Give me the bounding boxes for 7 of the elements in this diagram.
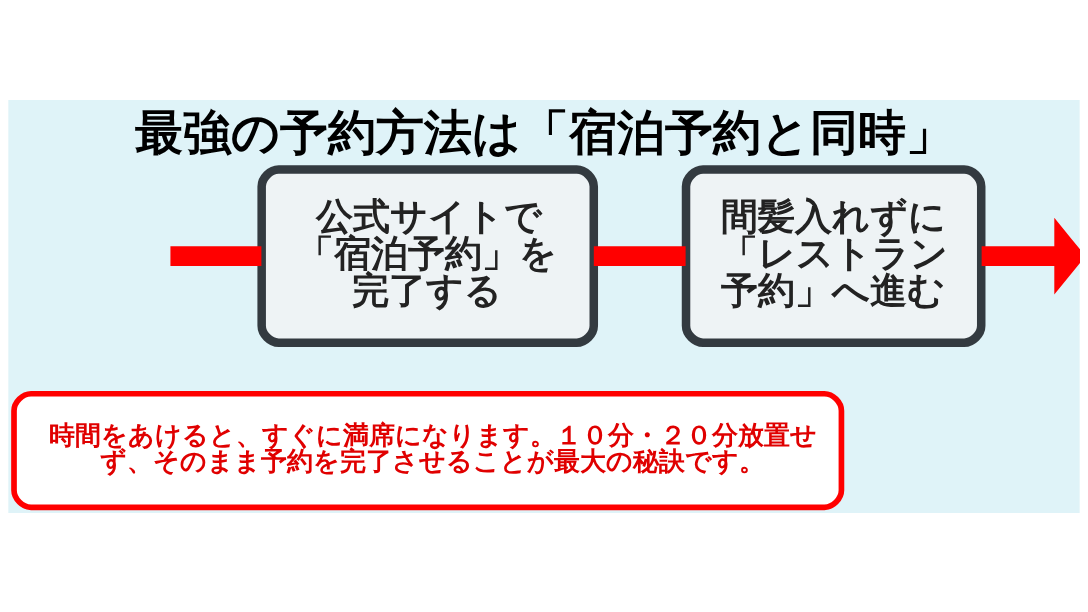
node-box: 間髪入れずに「レストラン予約」へ進む [681,164,986,347]
diagram-title: 最強の予約方法は「宿泊予約と同時」 [134,103,954,160]
node-box: 公式サイトで「宿泊予約」を完了する [257,164,599,347]
connector [593,245,686,266]
arrow [981,217,1080,294]
connector [170,245,262,266]
node-box: 時間をあけると、すぐに満席になります。１０分・２０分放置せず、そのまま予約を完了させることが最大の秘訣です。 [11,390,845,510]
